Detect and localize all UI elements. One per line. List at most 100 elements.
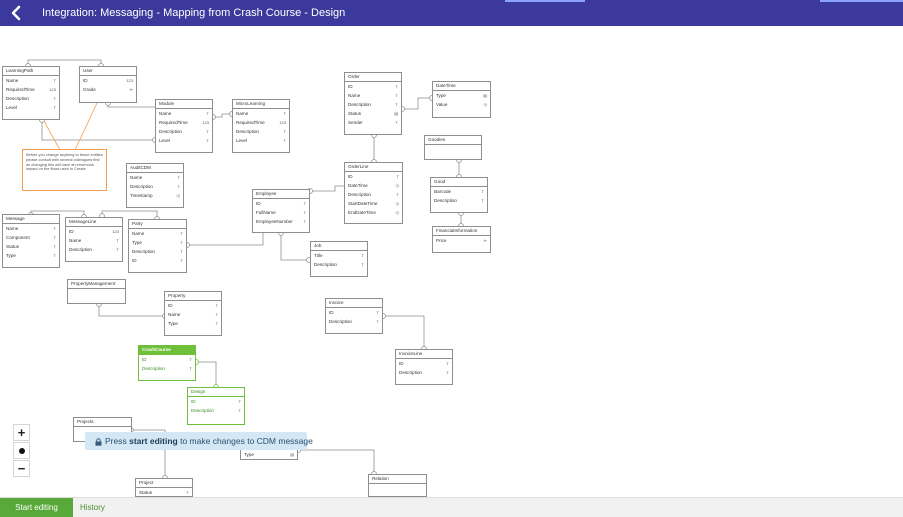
back-arrow-icon[interactable]: [8, 4, 26, 22]
zoom-in-button[interactable]: +: [13, 424, 30, 441]
zoom-reset-button[interactable]: [13, 442, 30, 459]
header-accent: [505, 0, 585, 2]
attribute-row[interactable]: EndDateTime◷: [345, 208, 402, 217]
attribute-name: ID: [132, 258, 137, 263]
attribute-type-icon: 123: [112, 229, 119, 234]
attribute-row[interactable]: Price✏: [433, 236, 490, 245]
zoom-out-button[interactable]: −: [13, 460, 30, 477]
start-editing-tab[interactable]: Start editing: [0, 498, 73, 517]
attribute-row[interactable]: Value◷: [433, 100, 490, 109]
entity-goodies[interactable]: Goodies: [424, 135, 482, 160]
entity-relation[interactable]: Relation: [368, 474, 427, 497]
attribute-row[interactable]: Type▤: [241, 450, 297, 459]
attribute-row[interactable]: Type▤: [433, 91, 490, 100]
attribute-row[interactable]: DateTime◷: [345, 181, 402, 190]
attribute-name: Sender: [348, 120, 363, 125]
history-tab[interactable]: History: [80, 503, 105, 512]
attribute-row[interactable]: Status▤: [345, 109, 401, 118]
attribute-type-icon: T: [283, 138, 286, 143]
entity-propertymanagement[interactable]: PropertyManagement: [67, 279, 126, 304]
diagram-canvas[interactable]: Before you change anything to these enti…: [0, 26, 903, 497]
attribute-type-icon: T: [116, 238, 119, 243]
attribute-row[interactable]: StartDateTime◷: [345, 199, 402, 208]
attribute-row[interactable]: Timestamp◷: [127, 191, 183, 200]
attribute-type-icon: T: [446, 361, 449, 366]
attribute-row[interactable]: Grade✏: [80, 85, 136, 94]
attribute-type-icon: T: [376, 319, 379, 324]
